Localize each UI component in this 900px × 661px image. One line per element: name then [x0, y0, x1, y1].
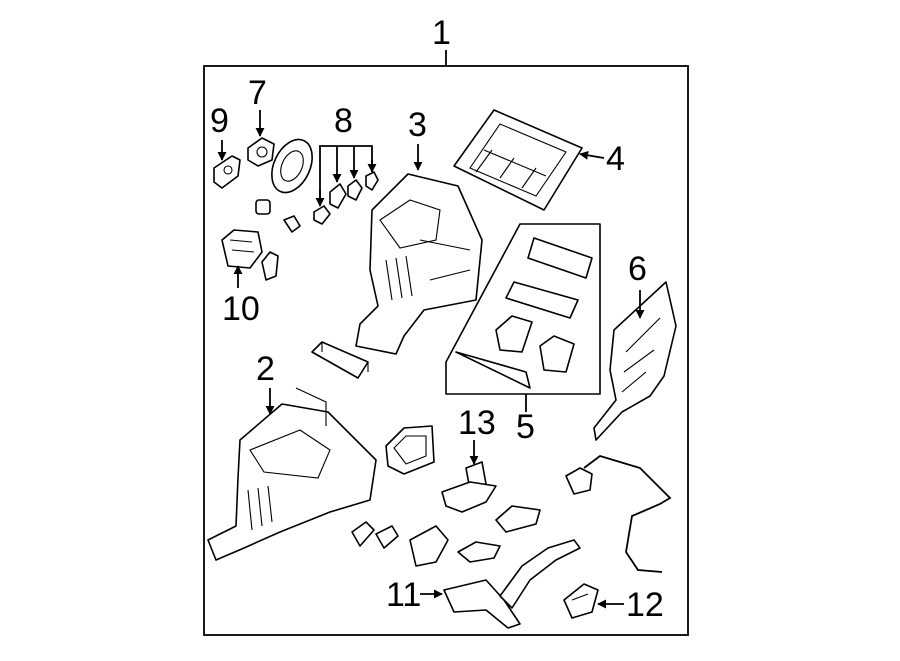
callout-7[interactable]: 7	[248, 74, 267, 112]
part-8-fittings[interactable]	[313, 171, 379, 225]
wiring-harness[interactable]	[565, 455, 672, 573]
part-4-evaporator-cover[interactable]	[453, 109, 583, 211]
part-7-actuator[interactable]	[247, 137, 275, 167]
callout-4[interactable]: 4	[606, 140, 625, 178]
callout-1[interactable]: 1	[432, 14, 451, 52]
connector-clips[interactable]	[351, 505, 541, 567]
part-13-sensor-connector[interactable]	[441, 461, 497, 513]
callout-2[interactable]: 2	[256, 350, 275, 388]
part-9-clip[interactable]	[213, 155, 241, 189]
part-3-heater-case[interactable]	[355, 173, 483, 355]
part-2-lower-case[interactable]	[207, 387, 377, 561]
callout-5[interactable]: 5	[516, 408, 535, 446]
leader-8-bracket	[319, 145, 373, 200]
part-12-resistor[interactable]	[563, 583, 599, 619]
callout-12[interactable]: 12	[626, 586, 664, 624]
callout-6[interactable]: 6	[628, 250, 647, 288]
seal-gasket[interactable]	[385, 425, 435, 475]
callout-13[interactable]: 13	[458, 404, 496, 442]
part-6-side-duct[interactable]	[593, 281, 677, 441]
blower-motor-disc[interactable]	[264, 133, 320, 199]
callout-3[interactable]: 3	[408, 106, 427, 144]
part-11-duct-assembly[interactable]	[443, 539, 581, 629]
small-fastener-b[interactable]	[283, 215, 301, 233]
part-10-blower-housing[interactable]	[221, 229, 279, 281]
part-5-door-kit-box[interactable]	[445, 223, 601, 395]
callout-8[interactable]: 8	[334, 102, 353, 140]
callout-11[interactable]: 11	[386, 576, 421, 614]
callout-9[interactable]: 9	[210, 102, 229, 140]
cabin-filter-block[interactable]	[311, 341, 369, 379]
leader-4	[579, 150, 605, 160]
small-fastener-a[interactable]	[255, 199, 271, 215]
callout-10[interactable]: 10	[222, 290, 260, 328]
